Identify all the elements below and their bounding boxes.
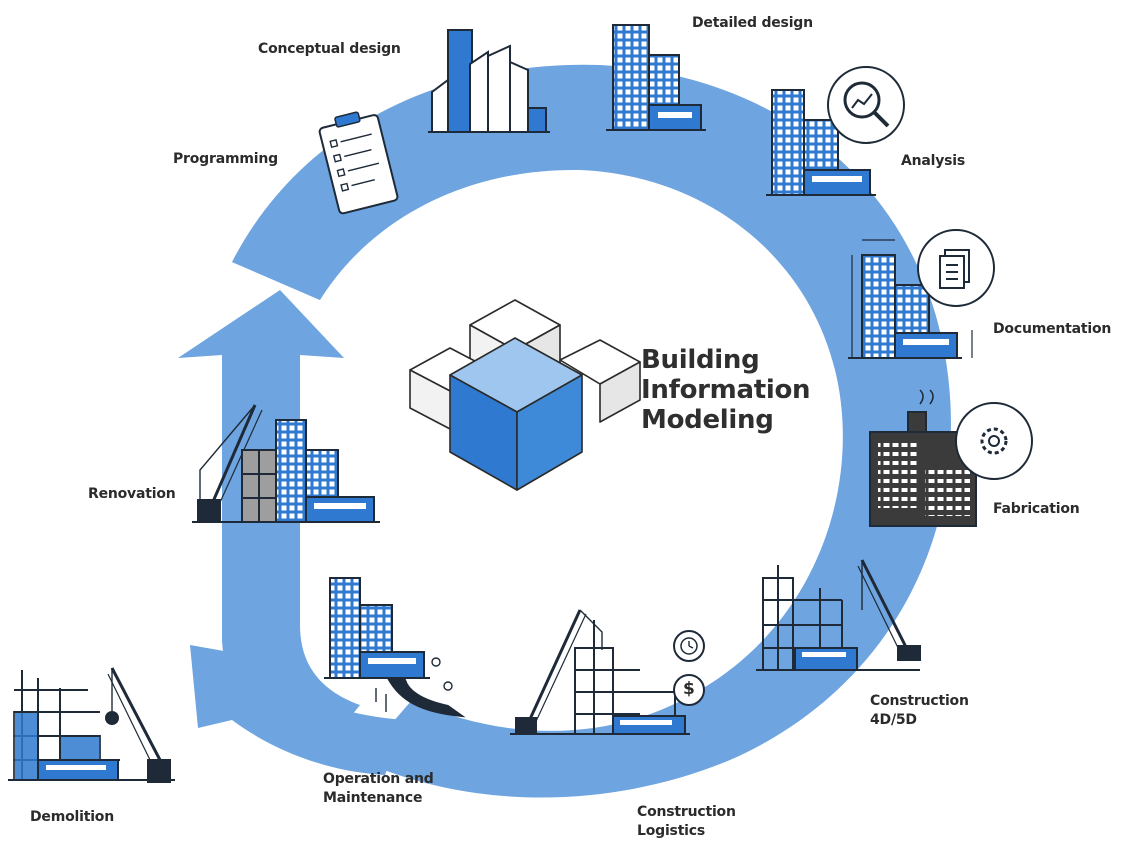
construction-logistics-icon [510, 609, 705, 735]
label-construction-4d5d-line-1: Construction [870, 693, 969, 709]
title-line-1: Building [641, 345, 760, 375]
fabrication-icon [869, 389, 1033, 527]
label-conceptual-design: Conceptual design [258, 41, 401, 57]
programming-clipboard-icon [318, 111, 399, 215]
label-analysis: Analysis [901, 153, 966, 169]
construction-4d5d-icon [756, 559, 921, 671]
label-construction-4d5d: Construction 4D/5D [870, 692, 969, 730]
dollar-icon: $ [683, 679, 695, 699]
renovation-icon [192, 404, 380, 523]
label-construction-logistics-line-2: Logistics [637, 823, 706, 839]
label-programming: Programming [173, 151, 278, 167]
documentation-icon [848, 229, 995, 359]
label-operation-maintenance-line-2: Maintenance [323, 790, 423, 806]
label-operation-maintenance-line-1: Operation and [323, 771, 434, 787]
detailed-design-icon [606, 24, 706, 131]
title-line-2: Information [641, 375, 811, 405]
label-documentation: Documentation [993, 321, 1112, 337]
demolition-icon [8, 667, 175, 783]
operation-maintenance-icon [324, 577, 466, 718]
label-operation-maintenance: Operation and Maintenance [323, 770, 434, 808]
analysis-icon [766, 66, 905, 196]
label-renovation: Renovation [88, 486, 176, 502]
label-detailed-design: Detailed design [692, 15, 813, 31]
label-construction-4d5d-line-2: 4D/5D [870, 712, 917, 728]
label-construction-logistics: Construction Logistics [637, 803, 736, 841]
label-demolition: Demolition [30, 809, 114, 825]
conceptual-design-icon [428, 29, 550, 133]
title-line-3: Modeling [641, 405, 774, 435]
diagram-title: Building Information Modeling [641, 345, 811, 435]
bim-cube-icon [409, 299, 641, 491]
label-fabrication: Fabrication [993, 501, 1080, 517]
label-construction-logistics-line-1: Construction [637, 804, 736, 820]
